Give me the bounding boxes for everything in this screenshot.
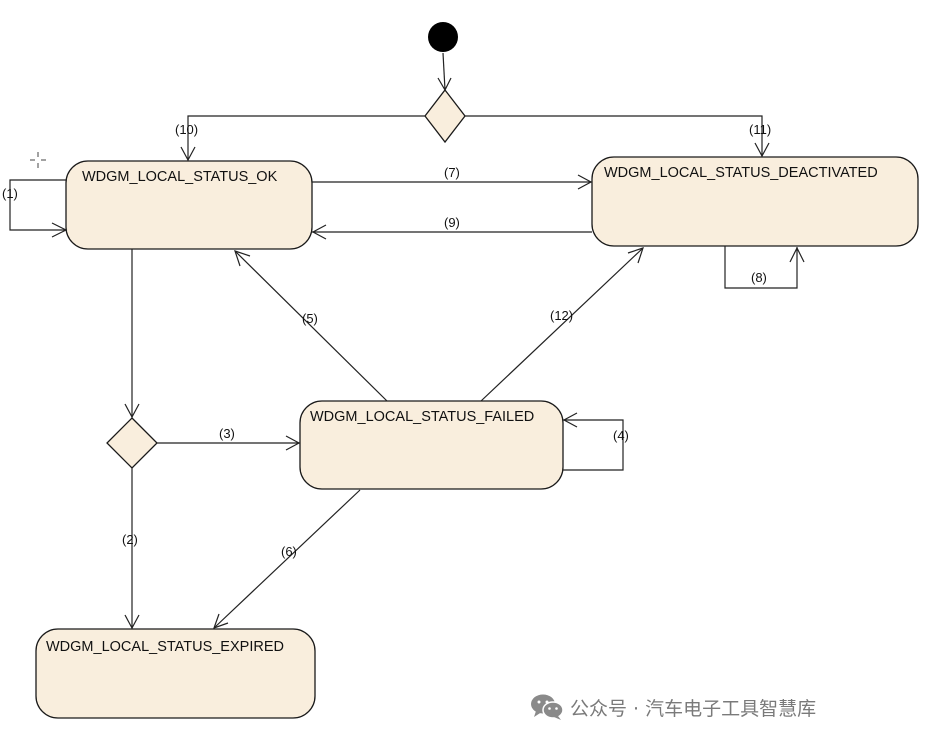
edge-7: (7) <box>312 165 593 190</box>
edge-ok-to-decision <box>124 249 140 419</box>
state-deactivated[interactable]: WDGM_LOCAL_STATUS_DEACTIVATED <box>591 156 919 247</box>
initial-node <box>428 22 458 52</box>
state-failed[interactable]: WDGM_LOCAL_STATUS_FAILED <box>299 400 564 490</box>
edge-11: (11) <box>465 115 771 158</box>
state-deactivated-label: WDGM_LOCAL_STATUS_DEACTIVATED <box>604 165 878 181</box>
state-failed-label: WDGM_LOCAL_STATUS_FAILED <box>310 409 534 425</box>
edge-6-label: (6) <box>281 544 297 559</box>
edge-12-label: (12) <box>550 308 573 323</box>
decision-top <box>424 88 466 144</box>
edge-6: (6) <box>213 489 361 629</box>
edge-9-label: (9) <box>444 215 460 230</box>
edge-11-label: (11) <box>749 122 771 137</box>
edge-1-label: (1) <box>2 186 18 201</box>
edge-3-label: (3) <box>219 426 235 441</box>
decision-left <box>106 417 158 469</box>
edge-3: (3) <box>157 426 301 451</box>
wechat-icon <box>531 694 564 720</box>
edge-10-label: (10) <box>175 122 198 137</box>
edge-1: (1) <box>2 179 68 238</box>
edge-10: (10) <box>175 115 425 162</box>
edge-8: (8) <box>724 246 805 289</box>
edge-7-label: (7) <box>444 165 460 180</box>
state-ok[interactable]: WDGM_LOCAL_STATUS_OK <box>65 160 313 250</box>
state-expired-label: WDGM_LOCAL_STATUS_EXPIRED <box>46 639 284 655</box>
edge-2: (2) <box>122 468 140 630</box>
state-expired[interactable]: WDGM_LOCAL_STATUS_EXPIRED <box>35 628 316 719</box>
edge-2-label: (2) <box>122 532 138 547</box>
edge-12: (12) <box>480 247 644 402</box>
cursor-crosshair-icon <box>30 152 46 168</box>
watermark: 公众号 · 汽车电子工具智慧库 <box>530 690 816 724</box>
edge-5: (5) <box>234 250 388 402</box>
edge-4-label: (4) <box>613 428 629 443</box>
edge-5-label: (5) <box>302 311 318 326</box>
edge-4: (4) <box>562 412 629 471</box>
edge-8-label: (8) <box>751 270 767 285</box>
state-ok-label: WDGM_LOCAL_STATUS_OK <box>82 169 278 185</box>
watermark-text: 公众号 · 汽车电子工具智慧库 <box>570 697 817 720</box>
edge-initial <box>437 52 452 92</box>
edge-9: (9) <box>311 215 592 240</box>
